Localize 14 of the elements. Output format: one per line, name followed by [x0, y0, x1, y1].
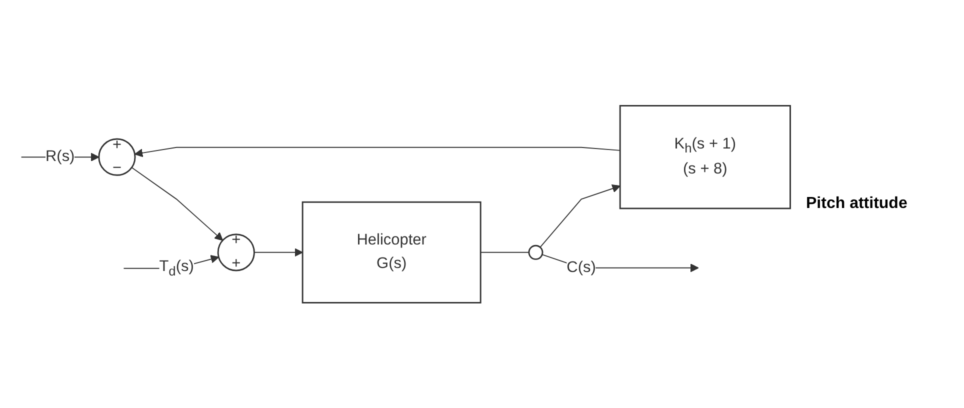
edge-label: C(s): [566, 258, 596, 276]
node-circle: [528, 244, 544, 260]
node-circle: + −: [98, 138, 136, 176]
edge-label: R(s): [45, 148, 75, 165]
node-box: Helicopter G(s): [302, 201, 482, 304]
arrow: [134, 146, 621, 157]
arrow: [540, 184, 620, 248]
node-box: K$_{h}$(s + 1) (s + 8): [619, 104, 791, 209]
arrow: [131, 166, 224, 241]
connector: [480, 252, 530, 253]
node-circle: + +: [217, 233, 255, 271]
signal-note: Pitch attitude: [806, 195, 908, 213]
arrow: [254, 248, 303, 256]
edge-label: T$_{d}$(s): [159, 258, 194, 278]
